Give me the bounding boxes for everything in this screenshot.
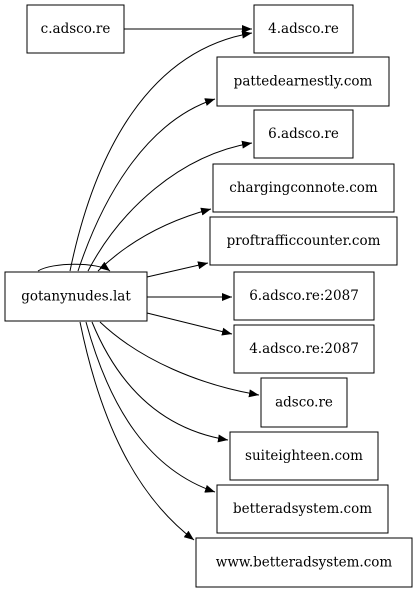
edge-gotanynudes-lat-to-adsco-re bbox=[99, 321, 260, 398]
node-6-adsco-re-2087[interactable]: 6.adsco.re:2087 bbox=[233, 271, 375, 321]
edge-gotanynudes-lat-to-betteradsystem-com bbox=[85, 321, 216, 493]
node-pattedearnestly-com[interactable]: pattedearnestly.com bbox=[216, 56, 390, 107]
node-label-gotanynudes-lat: gotanynudes.lat bbox=[21, 289, 131, 305]
edge-gotanynudes-lat-to-chargingconnote-com bbox=[97, 207, 212, 272]
node-label-c-adsco-re: c.adsco.re bbox=[41, 21, 111, 37]
node-suiteighteen-com[interactable]: suiteighteen.com bbox=[229, 431, 379, 481]
edge-gotanynudes-lat-to-proftrafficcounter-com bbox=[146, 261, 209, 278]
node-label-4-adsco-re-2087: 4.adsco.re:2087 bbox=[249, 341, 359, 357]
node-label-suiteighteen-com: suiteighteen.com bbox=[245, 448, 363, 464]
node-4-adsco-re[interactable]: 4.adsco.re bbox=[253, 4, 354, 54]
node-proftrafficcounter-com[interactable]: proftrafficcounter.com bbox=[209, 216, 398, 266]
node-gotanynudes-lat[interactable]: gotanynudes.lat bbox=[4, 271, 148, 322]
edges bbox=[37, 25, 260, 541]
node-label-6-adsco-re: 6.adsco.re bbox=[268, 126, 339, 142]
node-label-chargingconnote-com: chargingconnote.com bbox=[229, 180, 378, 196]
node-label-4-adsco-re: 4.adsco.re bbox=[268, 21, 339, 37]
node-4-adsco-re-2087[interactable]: 4.adsco.re:2087 bbox=[233, 324, 375, 374]
edge-gotanynudes-lat-to-6-adsco-re bbox=[87, 140, 253, 272]
node-adsco-re[interactable]: adsco.re bbox=[260, 377, 348, 428]
node-www-betteradsystem-com[interactable]: www.betteradsystem.com bbox=[195, 537, 413, 588]
node-label-adsco-re: adsco.re bbox=[275, 395, 333, 411]
edge-gotanynudes-lat-to-suiteighteen-com bbox=[91, 321, 229, 443]
node-6-adsco-re[interactable]: 6.adsco.re bbox=[253, 109, 354, 159]
node-label-betteradsystem-com: betteradsystem.com bbox=[233, 501, 372, 517]
node-c-adsco-re[interactable]: c.adsco.re bbox=[26, 4, 125, 54]
edge-gotanynudes-lat-to-pattedearnestly-com bbox=[77, 98, 216, 272]
node-label-pattedearnestly-com: pattedearnestly.com bbox=[234, 74, 373, 90]
node-label-6-adsco-re-2087: 6.adsco.re:2087 bbox=[249, 288, 359, 304]
edge-gotanynudes-lat-to-4-adsco-re bbox=[69, 30, 253, 272]
edge-gotanynudes-lat-to-4-adsco-re-2087 bbox=[146, 312, 233, 336]
edge-gotanynudes-lat-to-www-betteradsystem-com bbox=[79, 321, 195, 541]
node-betteradsystem-com[interactable]: betteradsystem.com bbox=[216, 484, 389, 534]
edge-gotanynudes-lat-self-loop bbox=[37, 261, 111, 272]
node-label-proftrafficcounter-com: proftrafficcounter.com bbox=[227, 233, 381, 249]
node-label-www-betteradsystem-com: www.betteradsystem.com bbox=[216, 555, 393, 571]
node-chargingconnote-com[interactable]: chargingconnote.com bbox=[212, 163, 395, 213]
